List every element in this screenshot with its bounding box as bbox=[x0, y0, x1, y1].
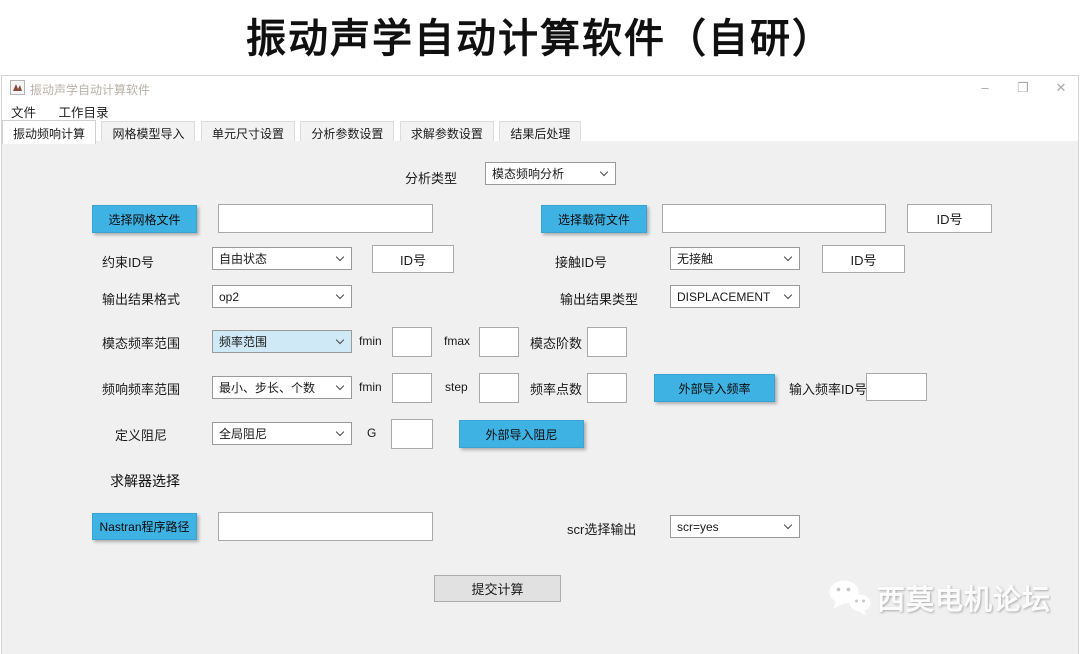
response-range-value: 最小、步长、个数 bbox=[219, 381, 316, 395]
load-file-input[interactable] bbox=[662, 204, 886, 233]
chevron-down-icon bbox=[783, 252, 793, 262]
g-label: G bbox=[367, 426, 377, 440]
watermark-text: 西莫电机论坛 bbox=[877, 584, 1052, 615]
menu-file[interactable]: 文件 bbox=[11, 106, 37, 120]
minimize-button[interactable]: – bbox=[981, 80, 989, 95]
contact-value: 无接触 bbox=[677, 252, 714, 266]
response-fmin-label: fmin bbox=[359, 380, 382, 394]
freq-points-label: 频率点数 bbox=[530, 382, 583, 397]
nastran-path-input[interactable] bbox=[218, 512, 433, 541]
analysis-type-value: 模态频响分析 bbox=[492, 167, 565, 181]
modal-fmax-input[interactable] bbox=[479, 327, 519, 357]
constraint-select[interactable]: 自由状态 bbox=[212, 247, 352, 270]
tab-bar: 振动频响计算 网格模型导入 单元尺寸设置 分析参数设置 求解参数设置 结果后处理 bbox=[2, 120, 1078, 144]
nastran-path-button[interactable]: Nastran程序路径 bbox=[92, 513, 197, 540]
chevron-down-icon bbox=[335, 381, 345, 391]
modal-range-value: 频率范围 bbox=[219, 335, 268, 349]
app-window: 振动声学自动计算软件 – ❐ ✕ 文件 工作目录 振动频响计算 网格模型导入 单… bbox=[1, 75, 1079, 654]
modal-fmin-label: fmin bbox=[359, 334, 382, 348]
tab-vibration-response[interactable]: 振动频响计算 bbox=[2, 120, 97, 144]
constraint-id-box[interactable]: ID号 bbox=[372, 245, 454, 273]
chevron-down-icon bbox=[335, 335, 345, 345]
modal-fmin-input[interactable] bbox=[392, 327, 432, 357]
mesh-file-input[interactable] bbox=[218, 204, 433, 233]
damping-label: 定义阻尼 bbox=[115, 428, 168, 443]
tab-element-size[interactable]: 单元尺寸设置 bbox=[200, 121, 295, 144]
submit-calculation-button[interactable]: 提交计算 bbox=[434, 575, 561, 602]
output-format-label: 输出结果格式 bbox=[102, 292, 181, 307]
title-bar: 振动声学自动计算软件 – ❐ ✕ bbox=[2, 76, 1078, 100]
constraint-value: 自由状态 bbox=[219, 252, 268, 266]
output-type-value: DISPLACEMENT bbox=[677, 289, 771, 304]
analysis-type-label: 分析类型 bbox=[405, 171, 458, 186]
output-type-label: 输出结果类型 bbox=[560, 292, 639, 307]
g-input[interactable] bbox=[391, 419, 433, 449]
tab-postprocess[interactable]: 结果后处理 bbox=[499, 121, 582, 144]
contact-id-box[interactable]: ID号 bbox=[822, 245, 905, 273]
modal-order-label: 模态阶数 bbox=[530, 336, 583, 351]
select-mesh-file-button[interactable]: 选择网格文件 bbox=[92, 205, 197, 233]
select-load-file-button[interactable]: 选择载荷文件 bbox=[541, 205, 647, 233]
response-step-label: step bbox=[445, 380, 468, 394]
wechat-icon bbox=[829, 580, 871, 616]
app-icon bbox=[10, 80, 25, 95]
damping-value: 全局阻尼 bbox=[219, 427, 268, 441]
menu-bar: 文件 工作目录 bbox=[2, 100, 1078, 120]
main-panel: 分析类型 模态频响分析 选择网格文件 选择载荷文件 ID号 约束ID号 自由状态… bbox=[2, 141, 1078, 654]
chevron-down-icon bbox=[783, 290, 793, 300]
load-id-box[interactable]: ID号 bbox=[907, 204, 992, 233]
chevron-down-icon bbox=[335, 252, 345, 262]
output-format-value: op2 bbox=[219, 289, 240, 304]
response-range-label: 频响频率范围 bbox=[102, 382, 181, 397]
damping-select[interactable]: 全局阻尼 bbox=[212, 422, 352, 445]
chevron-down-icon bbox=[599, 167, 609, 177]
import-damping-button[interactable]: 外部导入阻尼 bbox=[459, 420, 584, 448]
freq-id-label: 输入频率ID号 bbox=[789, 382, 868, 397]
scr-output-value: scr=yes bbox=[677, 519, 719, 534]
watermark: 西莫电机论坛 bbox=[828, 578, 1051, 618]
menu-workdir[interactable]: 工作目录 bbox=[58, 106, 109, 120]
tab-mesh-import[interactable]: 网格模型导入 bbox=[101, 121, 196, 144]
modal-range-label: 模态频率范围 bbox=[102, 336, 181, 351]
contact-id-label: 接触ID号 bbox=[555, 255, 608, 270]
contact-select[interactable]: 无接触 bbox=[670, 247, 800, 270]
solver-section-label: 求解器选择 bbox=[110, 473, 180, 489]
page-title: 振动声学自动计算软件（自研） bbox=[246, 15, 834, 62]
response-fmin-input[interactable] bbox=[392, 373, 432, 403]
chevron-down-icon bbox=[335, 290, 345, 300]
constraint-id-label: 约束ID号 bbox=[102, 255, 155, 270]
modal-fmax-label: fmax bbox=[444, 334, 471, 348]
modal-order-input[interactable] bbox=[587, 327, 627, 357]
restore-button[interactable]: ❐ bbox=[1017, 80, 1029, 95]
response-step-input[interactable] bbox=[479, 373, 519, 403]
response-range-select[interactable]: 最小、步长、个数 bbox=[212, 376, 352, 399]
freq-id-input[interactable] bbox=[866, 373, 927, 401]
tab-analysis-params[interactable]: 分析参数设置 bbox=[300, 121, 395, 144]
chevron-down-icon bbox=[783, 520, 793, 530]
window-title: 振动声学自动计算软件 bbox=[30, 83, 151, 97]
window-controls: – ❐ ✕ bbox=[974, 78, 1072, 98]
modal-range-select[interactable]: 频率范围 bbox=[212, 330, 352, 353]
scr-output-label: scr选择输出 bbox=[567, 522, 637, 537]
analysis-type-select[interactable]: 模态频响分析 bbox=[485, 162, 616, 185]
output-format-select[interactable]: op2 bbox=[212, 285, 352, 308]
freq-points-input[interactable] bbox=[587, 373, 627, 403]
close-button[interactable]: ✕ bbox=[1055, 80, 1067, 95]
output-type-select[interactable]: DISPLACEMENT bbox=[670, 285, 800, 308]
scr-output-select[interactable]: scr=yes bbox=[670, 515, 800, 538]
chevron-down-icon bbox=[335, 427, 345, 437]
tab-solver-params[interactable]: 求解参数设置 bbox=[399, 121, 494, 144]
import-frequency-button[interactable]: 外部导入频率 bbox=[654, 374, 775, 402]
